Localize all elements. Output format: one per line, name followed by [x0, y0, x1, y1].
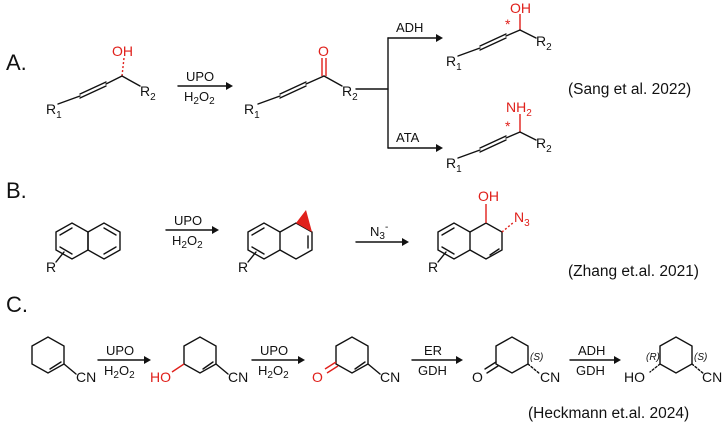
a2-r2: R2	[342, 83, 358, 103]
section-a-label: A.	[6, 50, 27, 75]
enone-structure: O CN	[312, 336, 400, 385]
a-step1-arrow: UPO H2O2	[177, 69, 233, 107]
b-step2-reagent: N3-	[370, 222, 388, 242]
chiral-amine-structure: R1 NH2 * R2	[446, 99, 552, 175]
c3-cn: CN	[380, 369, 400, 385]
a4-stereocenter: *	[505, 118, 511, 134]
c5-cn: CN	[702, 369, 722, 385]
a4-nh2: NH2	[506, 99, 532, 119]
section-b-citation: (Zhang et.al. 2021)	[568, 263, 699, 280]
b3-r: R	[428, 259, 438, 275]
chiral-hydroxy-nitrile-structure: HO (R) (S) CN	[624, 336, 722, 385]
section-a: A. R1 OH R2 UPO H2O2	[6, 0, 691, 175]
c4-cn: CN	[540, 369, 560, 385]
propargyl-alcohol-structure: R1 OH R2	[46, 43, 156, 121]
a2-r1: R1	[244, 101, 260, 121]
c-step2-oxidant: H2O2	[258, 363, 289, 381]
a-branch-arrows: ADH ATA	[355, 20, 443, 152]
c2-cn: CN	[228, 369, 248, 385]
c-step1-enzyme: UPO	[106, 343, 134, 358]
a4-r1: R1	[446, 155, 462, 175]
b-step1-oxidant: H2O2	[172, 233, 203, 251]
a3-r1: R1	[446, 53, 462, 73]
c-step4-cofactor: GDH	[576, 363, 605, 378]
section-b-label: B.	[6, 178, 27, 203]
allylic-alcohol-structure: HO CN	[150, 336, 248, 385]
b2-r: R	[238, 259, 248, 275]
section-c-label: C.	[6, 292, 28, 317]
a3-r2: R2	[536, 33, 552, 53]
c-step3-cofactor: GDH	[418, 363, 447, 378]
b-step2-arrow: N3-	[355, 222, 409, 246]
c4-stereo-s: (S)	[530, 352, 543, 363]
naphthalene-structure: R	[46, 222, 121, 275]
c-step2-arrow: UPO H2O2	[251, 343, 305, 381]
a1-oh: OH	[112, 43, 133, 59]
a-step1-enzyme: UPO	[186, 69, 214, 84]
a-branch-bottom-enzyme: ATA	[396, 130, 420, 145]
a-branch-top-enzyme: ADH	[396, 20, 423, 35]
cyclohexene-carbonitrile-structure: CN	[31, 336, 96, 385]
c-step3-enzyme: ER	[424, 343, 442, 358]
b3-oh: OH	[478, 188, 499, 204]
b-step1-enzyme: UPO	[174, 213, 202, 228]
b1-r: R	[46, 259, 56, 275]
c-step1-oxidant: H2O2	[104, 363, 135, 381]
chiral-ketone-structure: O (S) CN	[472, 336, 560, 385]
c4-o: O	[472, 369, 483, 385]
a1-r1: R1	[46, 101, 62, 121]
section-c: C. CN UPO H2O2 HO CN UPO H2O2	[6, 292, 722, 422]
c5-stereo-s: (S)	[694, 352, 707, 363]
b-step1-arrow: UPO H2O2	[165, 213, 219, 251]
section-b: B. R UPO H2O2 R	[6, 178, 699, 280]
c-step1-arrow: UPO H2O2	[97, 343, 151, 381]
a1-r2: R2	[140, 83, 156, 103]
arene-oxide-structure: R	[238, 210, 313, 275]
ynone-structure: R1 O R2	[244, 43, 358, 121]
a3-stereocenter: *	[505, 16, 511, 32]
c-step3-arrow: ER GDH	[411, 343, 463, 378]
c-step2-enzyme: UPO	[260, 343, 288, 358]
c1-cn: CN	[76, 369, 96, 385]
c5-stereo-r: (R)	[646, 352, 660, 363]
a3-oh: OH	[510, 0, 531, 16]
c-step4-arrow: ADH GDH	[569, 343, 621, 378]
c2-ho: HO	[150, 369, 171, 385]
azido-alcohol-structure: R OH N3	[428, 188, 530, 275]
a2-o: O	[318, 43, 329, 59]
b3-n3: N3	[514, 209, 530, 229]
section-c-citation: (Heckmann et.al. 2024)	[528, 405, 689, 422]
c5-ho: HO	[624, 369, 645, 385]
section-a-citation: (Sang et al. 2022)	[568, 81, 691, 98]
a4-r2: R2	[536, 135, 552, 155]
a-step1-oxidant: H2O2	[184, 89, 215, 107]
chiral-alcohol-structure: R1 OH * R2	[446, 0, 552, 73]
c-step4-enzyme: ADH	[578, 343, 605, 358]
c3-o: O	[312, 369, 323, 385]
